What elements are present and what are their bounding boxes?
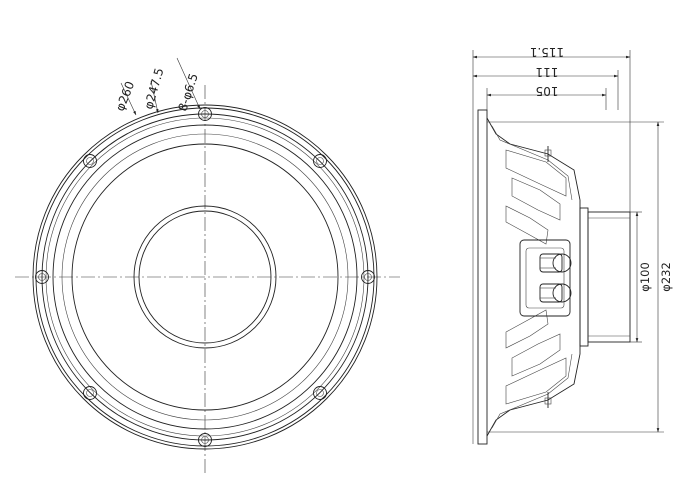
- surround-inner: [61, 133, 349, 421]
- cone-edge: [71, 143, 339, 411]
- basket-window-bottom: [505, 357, 567, 405]
- front-view: φ260 φ247.5 8-φ6.5: [15, 57, 400, 475]
- gasket-ring: [45, 117, 365, 437]
- terminal-block: [519, 239, 571, 317]
- basket-window-top-2: [511, 177, 561, 221]
- dim-label-phi100: φ100: [638, 262, 652, 292]
- mounting-hole: [313, 154, 327, 168]
- basket-window-bottom-2: [511, 333, 561, 377]
- mounting-hole: [198, 433, 212, 447]
- dust-cap-inner: [138, 210, 272, 344]
- mounting-hole: [83, 154, 97, 168]
- basket-outline: [486, 117, 581, 437]
- side-view: 115.1 111 105 φ100 φ232: [472, 45, 673, 445]
- label-8-holes: 8-φ6.5: [176, 72, 201, 113]
- dust-cap-outer: [133, 205, 277, 349]
- mounting-holes: [35, 107, 375, 447]
- flange: [477, 109, 488, 445]
- terminal-post-top: [539, 253, 572, 273]
- frame-outer-ring: [32, 104, 378, 450]
- top-plate: [579, 207, 589, 347]
- label-phi247-5: φ247.5: [141, 66, 166, 111]
- dim-label-111: 111: [536, 65, 559, 79]
- mounting-hole: [83, 386, 97, 400]
- leader-247: [150, 80, 159, 114]
- mounting-hole: [198, 107, 212, 121]
- frame-ring-3: [41, 113, 369, 441]
- bolt-head-bottom: [544, 397, 552, 405]
- leader-260: [120, 82, 137, 116]
- mounting-hole: [35, 270, 49, 284]
- bolt-head-top: [544, 149, 552, 157]
- frame-ring-2: [35, 107, 375, 447]
- basket-inner-edge: [491, 125, 573, 429]
- dim-label-105: 105: [536, 84, 559, 98]
- mounting-hole: [313, 386, 327, 400]
- dim-label-115: 115.1: [530, 45, 564, 59]
- basket-window-top: [505, 149, 567, 197]
- leader-holes: [176, 57, 201, 110]
- terminal-post-bottom: [539, 283, 572, 303]
- dim-label-phi232: φ232: [659, 262, 673, 292]
- label-phi260: φ260: [113, 79, 138, 113]
- terminal-plate: [525, 247, 565, 309]
- magnet: [587, 211, 631, 343]
- basket-rib-bottom: [505, 309, 549, 349]
- surround-outer: [52, 124, 358, 430]
- mounting-hole: [361, 270, 375, 284]
- basket-rib-top: [505, 205, 549, 245]
